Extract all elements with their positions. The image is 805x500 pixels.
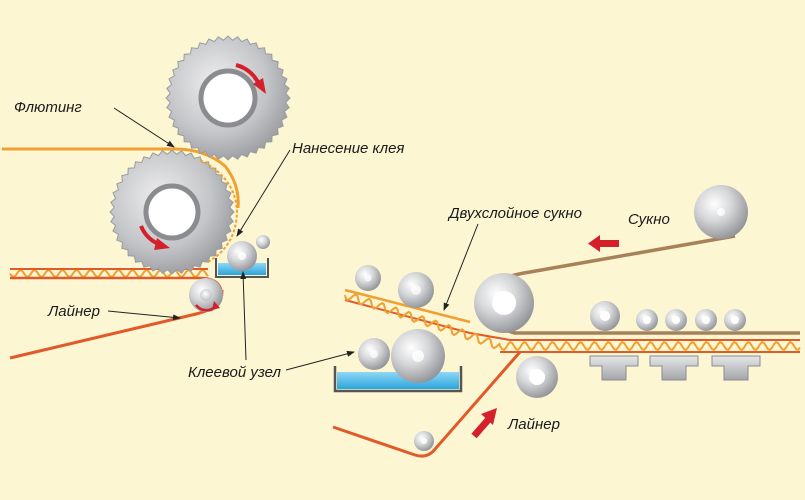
roll-hub <box>672 316 680 324</box>
label-liner-right: Лайнер <box>507 416 560 433</box>
leader-double-felt <box>443 223 479 311</box>
heating-plate <box>589 355 639 381</box>
label-double-felt: Двухслойное сукно <box>447 205 582 222</box>
label-liner-left: Лайнер <box>47 303 100 320</box>
heating-plate <box>711 355 761 381</box>
left-machine <box>2 35 291 360</box>
heating-plates <box>589 355 761 381</box>
labels: Флютинг Нанесение клея Лайнер Клеевой уз… <box>14 99 670 433</box>
leader-glue-unit-right <box>285 350 355 371</box>
liner-direction-arrow-icon <box>471 408 497 439</box>
roll-hub <box>731 316 739 324</box>
liner-pressure-roll <box>189 278 223 312</box>
roll-hub <box>643 316 651 324</box>
leader-glue-unit-left <box>240 271 247 361</box>
fluting-wrap <box>199 159 239 263</box>
glue-doctor-roll <box>256 235 270 249</box>
label-glue-unit: Клеевой узел <box>188 364 281 381</box>
label-felt: Сукно <box>628 211 670 228</box>
right-machine <box>332 185 801 458</box>
roll-hub <box>702 316 710 324</box>
upper-corrugating-roll <box>165 35 291 161</box>
leader-glue-application <box>236 149 291 237</box>
label-fluting: Флютинг <box>14 99 82 116</box>
roll-hub <box>600 311 610 321</box>
liner-paper-web-right <box>332 351 522 458</box>
corrugated-fluting-right <box>344 293 801 352</box>
leader-fluting <box>113 107 175 148</box>
fluting-paper-web <box>2 147 240 209</box>
pressure-rolls-row <box>590 301 746 331</box>
label-glue-application: Нанесение клея <box>292 140 404 157</box>
leader-liner-left <box>107 310 181 321</box>
liner-top-right <box>344 299 800 341</box>
fluting-web-right <box>344 288 471 324</box>
heating-plate <box>649 355 699 381</box>
felt-direction-arrow-icon <box>588 235 619 252</box>
